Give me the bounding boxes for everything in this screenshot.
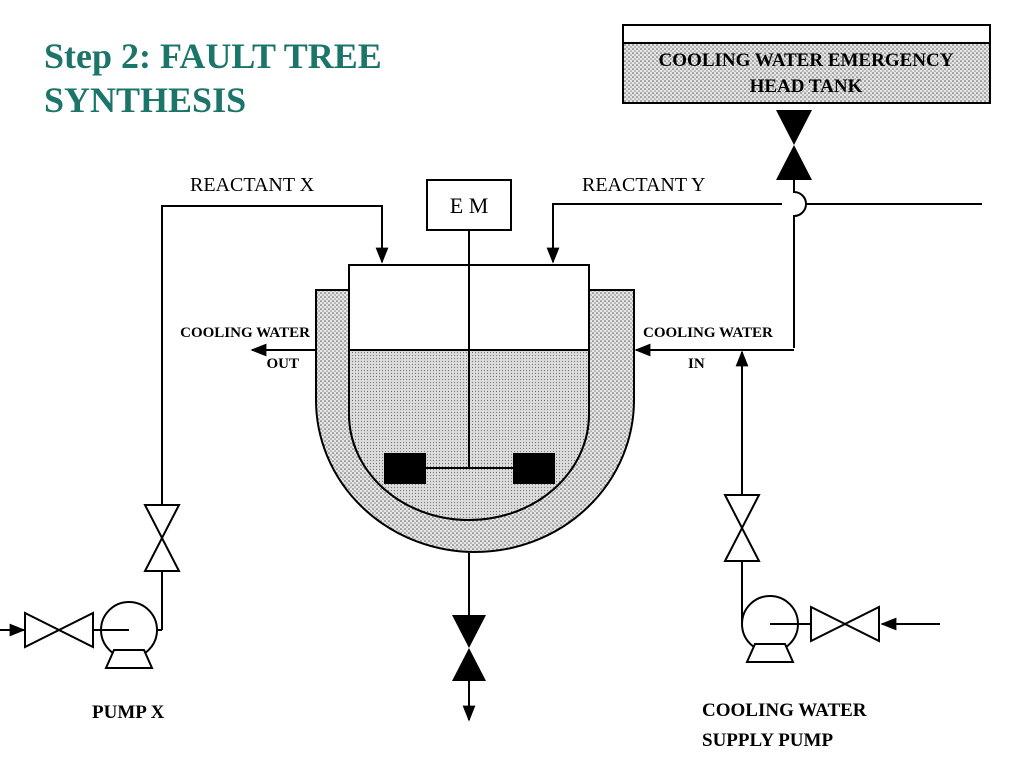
head-tank-label-1: COOLING WATER EMERGENCY bbox=[659, 50, 954, 71]
cooling-in-label-2: IN bbox=[688, 356, 705, 372]
supply-pump-label-2: SUPPLY PUMP bbox=[702, 730, 833, 751]
reactor-vessel bbox=[348, 264, 590, 521]
agitator-blade-right bbox=[513, 453, 555, 484]
motor-label: E M bbox=[450, 193, 489, 218]
cooling-in-label-1: COOLING WATER bbox=[643, 325, 773, 341]
cooling-pump-discharge-valve-icon[interactable] bbox=[723, 494, 761, 562]
reactant-x-label: REACTANT X bbox=[190, 174, 315, 196]
head-tank-valve-icon[interactable] bbox=[776, 110, 812, 180]
emergency-water-line bbox=[793, 180, 807, 348]
reactant-y-label: REACTANT Y bbox=[582, 174, 705, 196]
pump-x-label: PUMP X bbox=[92, 702, 165, 723]
electric-motor: E M bbox=[426, 179, 512, 231]
pump-x-icon[interactable] bbox=[92, 601, 162, 669]
reactant-y-line bbox=[546, 203, 782, 264]
cooling-pump-suction-valve-icon[interactable] bbox=[810, 605, 880, 643]
emergency-head-tank: COOLING WATER EMERGENCY HEAD TANK bbox=[622, 24, 991, 104]
cooling-out-label-2: OUT bbox=[266, 356, 299, 372]
drain-valve-icon[interactable] bbox=[452, 615, 486, 681]
pump-x-suction-valve-icon[interactable] bbox=[24, 611, 94, 649]
cooling-water-supply-pump-icon[interactable] bbox=[741, 595, 811, 663]
agitator-blade-left bbox=[384, 453, 426, 484]
supply-pump-label-1: COOLING WATER bbox=[702, 700, 867, 721]
cooling-out-label-1: COOLING WATER bbox=[180, 325, 310, 341]
reactant-x-line bbox=[161, 205, 389, 505]
head-tank-label-2: HEAD TANK bbox=[750, 76, 863, 97]
pump-x-discharge-valve-icon[interactable] bbox=[143, 504, 181, 572]
page-title: Step 2: FAULT TREE SYNTHESIS bbox=[44, 36, 382, 120]
